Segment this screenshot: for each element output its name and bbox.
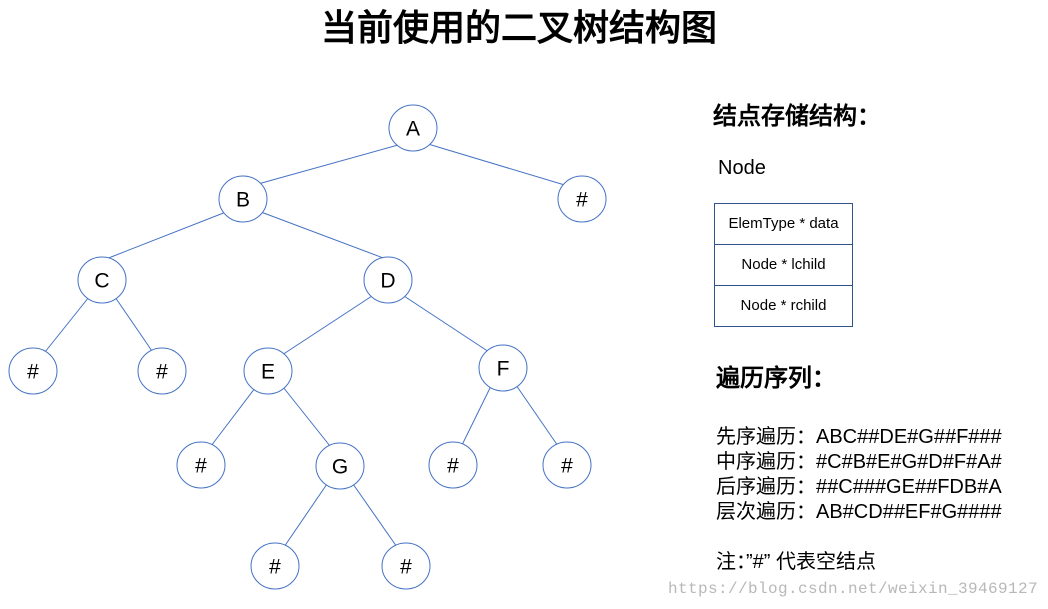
node-label: # <box>447 455 459 478</box>
node-circle <box>77 256 127 304</box>
node-b: B <box>218 175 268 223</box>
tree-edges <box>44 143 569 548</box>
node-f-right-null: # <box>542 441 592 489</box>
node-label: # <box>195 455 207 478</box>
traversal-sequence: #C#B#E#G#D#F#A# <box>816 451 1002 473</box>
traversal-levelorder: 层次遍历：AB#CD##EF#G#### <box>716 500 1002 525</box>
traversal-list: 先序遍历：ABC##DE#G##F### 中序遍历：#C#B#E#G#D#F#A… <box>716 425 1002 525</box>
traversal-inorder: 中序遍历：#C#B#E#G#D#F#A# <box>716 450 1002 475</box>
node-g-right-null: # <box>381 542 431 590</box>
node-circle <box>381 542 431 590</box>
edge-f-left-null <box>461 385 492 446</box>
traversal-heading: 遍历序列： <box>716 365 836 392</box>
node-circle <box>218 175 268 223</box>
node-c: C <box>77 256 127 304</box>
edge-c-right-null <box>114 296 153 352</box>
node-label: D <box>380 270 395 293</box>
edge-e-g <box>282 386 331 447</box>
node-circle <box>8 347 58 395</box>
edge-e-left-null <box>210 387 256 447</box>
node-circle <box>557 175 607 223</box>
node-label: E <box>261 361 275 384</box>
node-d: D <box>363 256 413 304</box>
node-circle <box>315 442 365 490</box>
node-g: G <box>315 442 365 490</box>
node-label: # <box>27 361 39 384</box>
traversal-sequence: AB#CD##EF#G#### <box>816 501 1002 523</box>
node-c-left-null: # <box>8 347 58 395</box>
node-label: A <box>406 118 420 141</box>
node-circle <box>363 256 413 304</box>
watermark: https://blog.csdn.net/weixin_39469127 <box>668 580 1039 598</box>
node-label: F <box>497 358 510 381</box>
node-e-left-null: # <box>176 441 226 489</box>
node-label: C <box>94 270 109 293</box>
node-label: # <box>576 189 588 212</box>
node-label: B <box>236 189 250 212</box>
binary-tree-diagram: A B # C D # # E F # G # <box>8 104 607 590</box>
traversal-label: 先序遍历： <box>716 426 816 448</box>
node-a: A <box>388 104 438 152</box>
traversal-preorder: 先序遍历：ABC##DE#G##F### <box>716 425 1002 450</box>
struct-field-data: ElemType * data <box>715 204 852 245</box>
struct-field-lchild: Node * lchild <box>715 245 852 286</box>
edge-c-left-null <box>44 296 90 353</box>
edge-f-right-null <box>515 384 559 447</box>
node-circle <box>243 347 293 395</box>
struct-field-rchild: Node * rchild <box>740 297 827 314</box>
edge-a-b <box>257 144 399 185</box>
traversal-sequence: ABC##DE#G##F### <box>816 426 1002 448</box>
node-a-right-null: # <box>557 175 607 223</box>
node-label: G <box>332 456 348 479</box>
node-circle <box>388 104 438 152</box>
traversal-sequence: ##C###GE##FDB#A <box>816 476 1002 498</box>
edge-d-e <box>281 295 373 356</box>
node-g-left-null: # <box>250 542 300 590</box>
traversal-label: 后序遍历： <box>716 476 816 498</box>
node-f: F <box>478 344 528 392</box>
traversal-label: 层次遍历： <box>716 501 816 523</box>
edge-a-right-null <box>427 143 569 187</box>
edge-b-d <box>260 211 387 260</box>
storage-structure-heading: 结点存储结构： <box>713 103 881 130</box>
node-circle <box>542 441 592 489</box>
node-label: # <box>269 556 281 579</box>
traversal-postorder: 后序遍历：##C###GE##FDB#A <box>716 475 1002 500</box>
node-c-right-null: # <box>137 347 187 395</box>
node-circle <box>428 441 478 489</box>
node-f-left-null: # <box>428 441 478 489</box>
node-circle <box>176 441 226 489</box>
edge-g-right-null <box>352 483 398 548</box>
node-label: # <box>156 361 168 384</box>
edge-d-f <box>403 295 490 353</box>
node-e: E <box>243 347 293 395</box>
traversal-label: 中序遍历： <box>716 451 816 473</box>
node-circle <box>137 347 187 395</box>
null-node-note: 注：”#” 代表空结点 <box>716 551 876 573</box>
node-circle <box>478 344 528 392</box>
node-label: # <box>561 455 573 478</box>
edge-g-left-null <box>283 483 328 548</box>
edge-b-c <box>105 211 227 260</box>
node-struct-box: ElemType * data Node * lchild Node * rch… <box>714 203 853 327</box>
node-circle <box>250 542 300 590</box>
node-label: # <box>400 556 412 579</box>
struct-name: Node <box>718 157 766 179</box>
page-title: 当前使用的二叉树结构图 <box>320 7 717 48</box>
